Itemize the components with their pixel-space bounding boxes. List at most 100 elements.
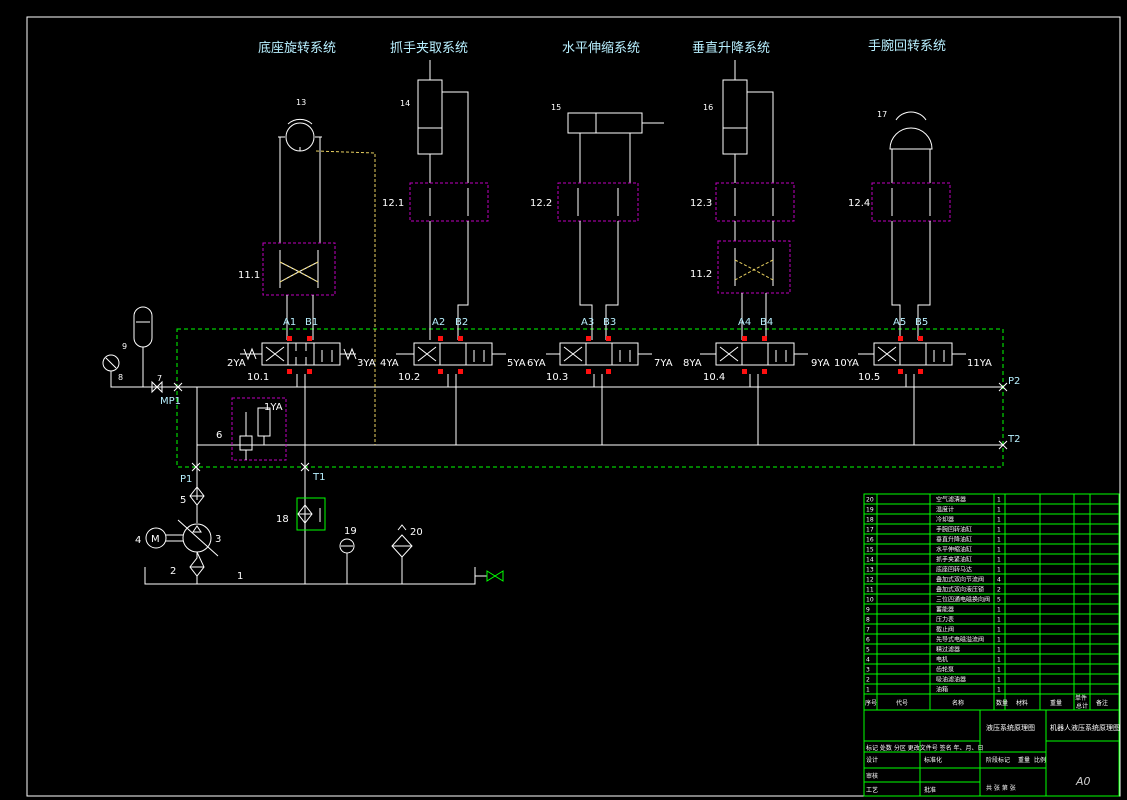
air-filter-number: 20 — [410, 527, 423, 538]
review-label: 审核 — [866, 772, 878, 780]
parts-cell-name: 底座回转马达 — [936, 566, 972, 574]
relief-valve-block — [231, 397, 287, 461]
parts-cell-qty: 4 — [997, 577, 1001, 584]
valve-number: 10.4 — [703, 372, 725, 383]
parts-header-weight: 重量 — [1050, 699, 1062, 707]
parts-cell-qty: 1 — [997, 567, 1001, 574]
parts-cell-qty: 1 — [997, 687, 1001, 694]
block-number: 12.1 — [382, 198, 404, 209]
parts-cell-name: 手腕回转油缸 — [936, 526, 972, 534]
parts-cell-name: 空气滤清器 — [936, 496, 966, 504]
parts-cell-qty: 1 — [997, 537, 1001, 544]
parts-cell-name: 温度计 — [936, 506, 954, 514]
lock-number: 11.1 — [238, 270, 260, 281]
parts-header-note: 备注 — [1096, 699, 1108, 707]
hydraulic-lock-block — [717, 240, 791, 294]
parts-cell-no: 20 — [866, 497, 874, 504]
cooler-icon — [297, 504, 313, 524]
parts-cell-name: 电机 — [936, 656, 948, 664]
right-solenoid: 9YA — [811, 358, 830, 369]
motor-number: 4 — [135, 535, 141, 546]
port-a: A3 — [581, 317, 594, 328]
scale-label: 比例 — [1034, 756, 1046, 764]
parts-cell-name: 油箱 — [936, 686, 948, 694]
port-b: B1 — [305, 317, 318, 328]
parts-cell-name: 叠加式双向液压锁 — [936, 586, 984, 594]
parts-header-qty: 数量 — [996, 699, 1008, 707]
valve-manifold-boundary — [176, 328, 1004, 468]
gauge-number: 8 — [118, 373, 123, 382]
parts-cell-qty: 5 — [997, 597, 1001, 604]
right-solenoid: 3YA — [357, 358, 376, 369]
cooler-frame — [296, 497, 326, 531]
cock-number: 7 — [157, 374, 162, 383]
actuator-number: 13 — [296, 98, 306, 107]
parts-cell-name: 精过滤器 — [936, 646, 960, 654]
parts-cell-name: 先导式电磁溢流阀 — [936, 636, 984, 644]
project-name: 机器人液压系统原理图 — [1050, 723, 1120, 732]
subsystem-wrist-rotation: 手腕回转系统 17 12.4 A5 B5 10YA 11YA 10.5 — [834, 38, 992, 445]
subsystem-title: 垂直升降系统 — [692, 41, 770, 56]
p1-label: P1 — [180, 474, 192, 485]
filter-number: 5 — [180, 495, 186, 506]
process-label: 工艺 — [866, 786, 878, 794]
motor-icon — [145, 527, 167, 549]
accumulator-number: 9 — [122, 342, 127, 351]
stage-mark-label: 阶段标记 — [986, 756, 1010, 764]
parts-cell-qty: 1 — [997, 517, 1001, 524]
parts-cell-no: 10 — [866, 597, 874, 604]
throttle-block — [409, 182, 489, 222]
parts-cell-qty: 1 — [997, 627, 1001, 634]
left-solenoid: 10YA — [834, 358, 859, 369]
parts-cell-name: 压力表 — [936, 616, 954, 624]
parts-cell-qty: 1 — [997, 677, 1001, 684]
parts-cell-qty: 1 — [997, 547, 1001, 554]
parts-cell-no: 6 — [866, 637, 870, 644]
block-number: 12.3 — [690, 198, 712, 209]
valve-number: 10.1 — [247, 372, 269, 383]
left-solenoid: 6YA — [527, 358, 546, 369]
right-solenoid: 5YA — [507, 358, 526, 369]
actuator-number: 17 — [877, 110, 887, 119]
mark-row: 标记 处数 分区 更改文件号 签名 年、月、日 — [866, 744, 984, 752]
lock-number: 11.2 — [690, 269, 712, 280]
parts-cell-name: 蓄能器 — [936, 606, 954, 614]
left-solenoid: 4YA — [380, 358, 399, 369]
parts-cell-no: 19 — [866, 507, 874, 514]
cross-marks — [173, 382, 1008, 472]
throttle-block — [557, 182, 639, 222]
parts-cell-no: 9 — [866, 607, 870, 614]
sheet-info: 共 张 第 张 — [986, 784, 1016, 792]
block-number: 12.4 — [848, 198, 870, 209]
drawing-name: 液压系统原理图 — [986, 723, 1035, 732]
t1-label: T1 — [312, 472, 325, 483]
stop-cock-icon — [151, 380, 163, 394]
throttle-block — [715, 182, 795, 222]
parts-cell-name: 抓手夹紧油缸 — [936, 556, 972, 564]
relief-solenoid: 1YA — [264, 402, 283, 413]
port-b: B3 — [603, 317, 616, 328]
parts-cell-name: 三位四通电磁换向阀 — [936, 596, 990, 604]
motor-symbol: M — [151, 534, 160, 545]
parts-header-total: 总计 — [1076, 702, 1088, 710]
port-a: A2 — [432, 317, 445, 328]
parts-cell-qty: 1 — [997, 607, 1001, 614]
standard-label: 标准化 — [924, 756, 942, 764]
port-b: B5 — [915, 317, 928, 328]
parts-cell-name: 水平伸缩油缸 — [936, 546, 972, 554]
parts-header-seq: 序号 — [865, 699, 877, 707]
parts-header-single: 单件 — [1075, 694, 1087, 702]
port-b: B2 — [455, 317, 468, 328]
rotation-arrow-icon — [895, 111, 927, 121]
parts-cell-no: 17 — [866, 527, 874, 534]
parts-header-material: 材料 — [1016, 699, 1028, 707]
hydraulic-lock-block — [262, 242, 336, 296]
parts-cell-no: 3 — [866, 667, 870, 674]
subsystem-vertical-lift: 垂直升降系统 16 12.3 11.2 A4 B4 — [683, 41, 830, 445]
rotary-motor-symbol — [285, 122, 315, 152]
pump-number: 3 — [215, 534, 221, 545]
actuator-number: 14 — [400, 99, 410, 108]
port-a: A1 — [283, 317, 296, 328]
cooler-number: 18 — [276, 514, 289, 525]
